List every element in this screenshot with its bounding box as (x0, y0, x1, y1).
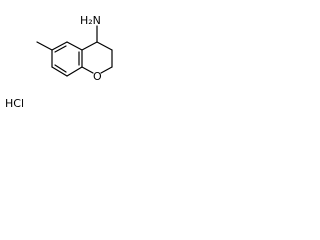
bond-c7-c8 (51, 66, 68, 77)
molecule-diagram: H₂N O HCl (5, 14, 113, 110)
bond-c5-c6 (51, 41, 68, 51)
chemical-structure-canvas: H₂N O HCl (0, 0, 160, 121)
amine-label: H₂N (80, 14, 101, 27)
bond-c8-c8a (66, 66, 83, 77)
bond-o1-c8a (81, 66, 94, 74)
bond-methyl (36, 41, 53, 51)
double-bond-c7-c8 (54, 64, 67, 73)
oxygen-label: O (93, 70, 102, 83)
bond-c4-c3 (96, 41, 113, 51)
bond-c4a-c4 (81, 41, 98, 51)
salt-label: HCl (5, 97, 24, 110)
bond-c4a-c5 (66, 41, 83, 51)
bond-c2-o1 (100, 66, 113, 74)
double-bond-c5-c6 (54, 45, 67, 53)
